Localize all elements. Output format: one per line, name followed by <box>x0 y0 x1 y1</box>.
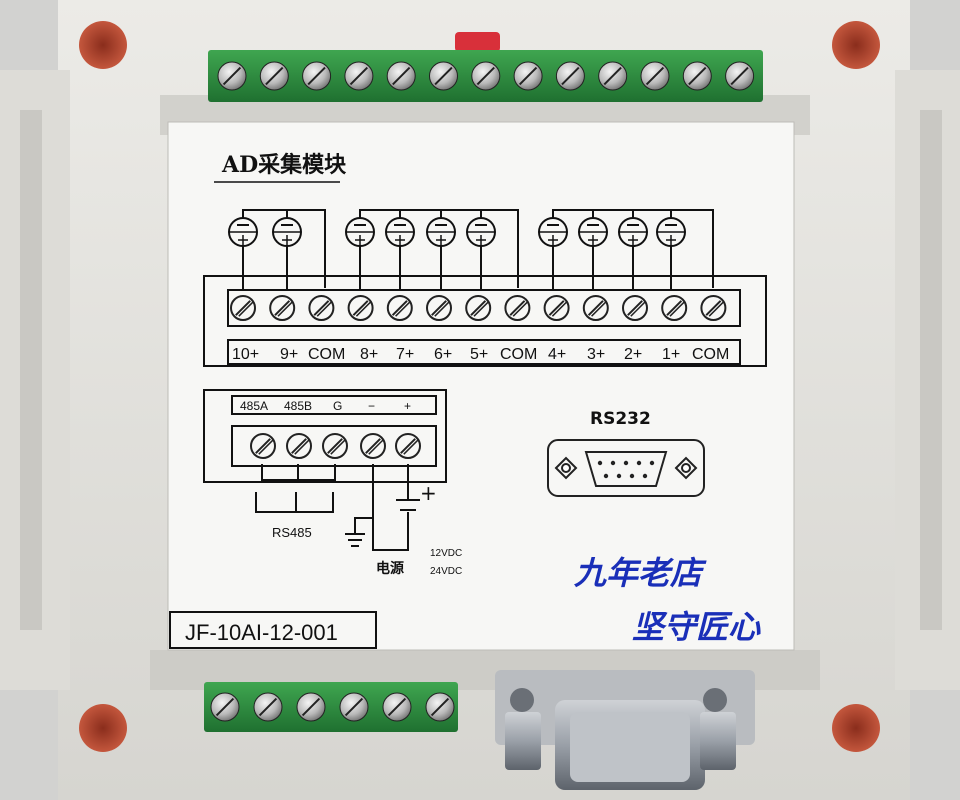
voltage-24vdc: 24VDC <box>430 566 462 577</box>
watermark-line2: 坚守匠心 <box>632 608 761 646</box>
terminal-label: COM <box>500 346 537 363</box>
top-terminal-screws <box>217 61 755 91</box>
strip-screw <box>269 295 296 321</box>
strip-screw <box>504 295 531 321</box>
diagram-terminal-screws <box>230 295 727 321</box>
bottom-terminal-screws <box>210 692 455 722</box>
terminal-label: 6+ <box>434 346 452 363</box>
top-screw <box>471 61 501 91</box>
rs485-terminal-labels: 485A 485B G − + <box>240 399 411 413</box>
terminal-label: 10+ <box>232 346 259 363</box>
bottom-screw <box>339 692 369 722</box>
wiring-diagram-rs485 <box>203 389 447 551</box>
sensor-symbol <box>618 217 648 290</box>
rs485-terminal-label: 485B <box>284 399 312 413</box>
rs485-terminal-label: G <box>333 399 342 413</box>
top-screw <box>386 61 416 91</box>
top-screw <box>302 61 332 91</box>
rs232-label: RS232 <box>590 409 651 429</box>
sensor-symbol <box>272 217 302 290</box>
strip-screw <box>426 295 452 321</box>
terminal-label: 5+ <box>470 346 488 363</box>
rs485-screw <box>395 433 421 459</box>
red-indicator <box>455 32 500 52</box>
strip-screw <box>582 295 609 321</box>
terminal-label: 2+ <box>624 346 642 363</box>
module-title: AD采集模块 <box>221 152 347 178</box>
power-plus-sign: + <box>420 481 437 505</box>
terminal-label: COM <box>692 346 729 363</box>
rs485-terminal-label: + <box>404 399 411 413</box>
rs485-screw <box>360 433 386 459</box>
sensor-symbol <box>426 217 456 290</box>
top-terminal-labels: 10+ 9+ COM 8+ 7+ 6+ 5+ COM 4+ 3+ 2+ 1+ COM <box>232 346 729 363</box>
rs485-screw <box>250 433 276 459</box>
top-terminal-block <box>208 50 763 102</box>
top-screw <box>640 61 670 91</box>
strip-screw <box>700 295 727 321</box>
rs485-screw <box>322 433 348 459</box>
strip-screw <box>347 295 374 321</box>
strip-screw <box>622 295 648 321</box>
top-screw <box>598 61 628 91</box>
top-screw <box>217 61 247 91</box>
top-screw <box>513 61 543 91</box>
top-screw <box>725 61 755 91</box>
mount-hole-top-right <box>832 21 880 69</box>
terminal-label: 9+ <box>280 346 298 363</box>
sensor-symbol <box>578 217 608 290</box>
sensor-symbol <box>228 217 258 290</box>
top-screw <box>429 61 458 91</box>
model-number: JF-10AI-12-001 <box>185 620 338 645</box>
bottom-screw <box>382 692 412 722</box>
terminal-label: 8+ <box>360 346 378 363</box>
rs485-terminal-screws <box>250 433 421 459</box>
terminal-label: 7+ <box>396 346 414 363</box>
bottom-screw <box>210 692 240 722</box>
sensor-symbol <box>538 217 568 290</box>
db9-pins <box>597 460 655 479</box>
strip-screw <box>661 295 688 321</box>
bottom-screw <box>425 692 455 722</box>
top-screw <box>682 61 712 91</box>
top-screw <box>259 61 289 91</box>
watermark-line1: 九年老店 <box>573 554 707 592</box>
sensor-symbol <box>385 217 415 290</box>
terminal-label: COM <box>308 346 345 363</box>
strip-screw <box>465 295 492 321</box>
bottom-terminal-block <box>204 682 458 732</box>
terminal-label: 1+ <box>662 346 680 363</box>
strip-screw <box>230 295 256 321</box>
sensor-symbols <box>228 217 686 290</box>
power-label: 电源 <box>376 560 404 577</box>
mount-hole-bottom-right <box>832 704 880 752</box>
mount-hole-bottom-left <box>79 704 127 752</box>
sensor-symbol <box>345 217 375 290</box>
strip-screw <box>308 295 335 321</box>
strip-screw <box>386 295 413 321</box>
bottom-screw <box>296 692 326 722</box>
top-screw <box>555 61 585 91</box>
model-number-box <box>169 611 377 649</box>
top-screw <box>344 61 374 91</box>
mounting-holes <box>79 21 880 752</box>
sensor-symbol <box>466 217 496 290</box>
db9-symbol <box>547 439 705 497</box>
voltage-12vdc: 12VDC <box>430 548 462 559</box>
rs485-screw <box>286 433 312 459</box>
db9-connector <box>495 670 755 790</box>
rs485-label: RS485 <box>272 525 312 540</box>
strip-screw <box>543 295 570 321</box>
terminal-label: 4+ <box>548 346 566 363</box>
sensor-symbol <box>656 217 686 290</box>
bottom-screw <box>253 692 283 722</box>
rs485-terminal-label: − <box>368 399 375 413</box>
rs485-terminal-label: 485A <box>240 399 268 413</box>
terminal-label: 3+ <box>587 346 605 363</box>
mount-hole-top-left <box>79 21 127 69</box>
wiring-diagram-analog <box>203 209 767 367</box>
